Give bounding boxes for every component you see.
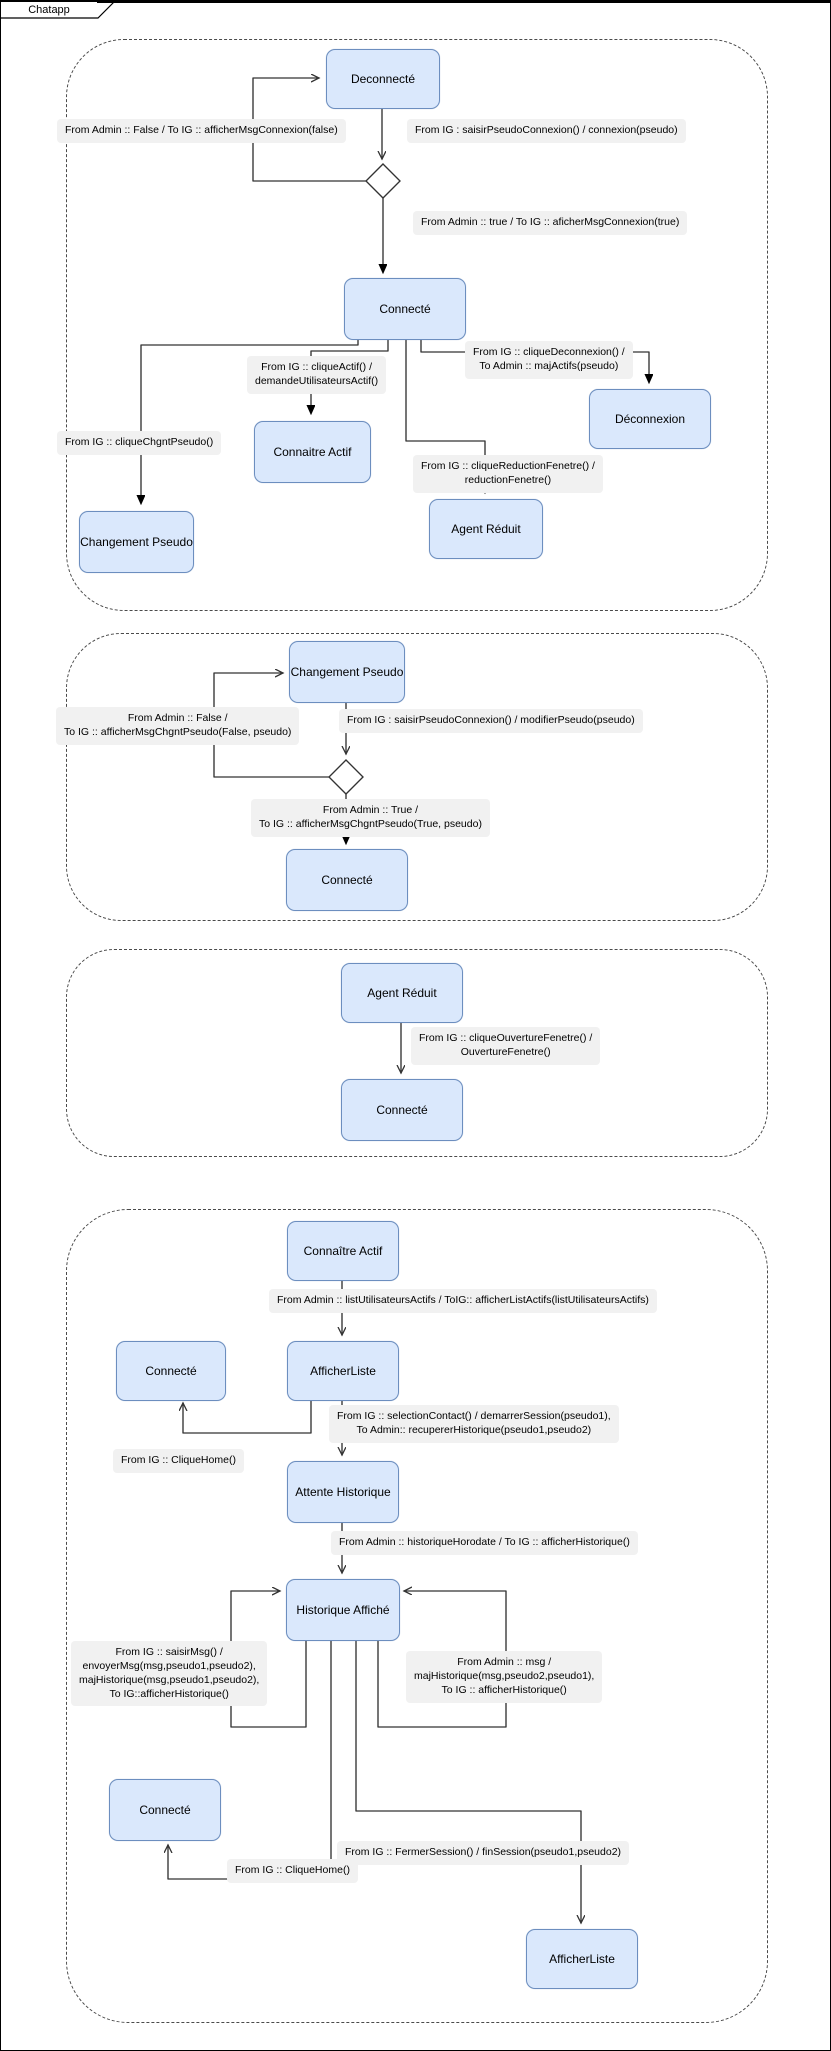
section-ouverture-fenetre[interactable] (66, 949, 768, 1157)
label-clique-actif[interactable]: From IG :: cliqueActif() / demandeUtilis… (247, 356, 387, 394)
label-admin-false-chgpseudo[interactable]: From Admin :: False / To IG :: afficherM… (56, 707, 300, 745)
state-changement-pseudo-2[interactable]: Changement Pseudo (289, 641, 405, 703)
state-connecte-4[interactable]: Connecté (116, 1341, 226, 1401)
state-attente-historique[interactable]: Attente Historique (287, 1461, 399, 1523)
state-afficher-liste-2[interactable]: AfficherListe (526, 1929, 638, 1989)
label-admin-true[interactable]: From Admin :: true / To IG :: aficherMsg… (413, 211, 688, 235)
label-admin-true-chgpseudo[interactable]: From Admin :: True / To IG :: afficherMs… (251, 799, 490, 837)
state-connecte-2[interactable]: Connecté (286, 849, 408, 911)
label-clique-chgnt-pseudo[interactable]: From IG :: cliqueChgntPseudo() (57, 431, 222, 455)
section-connexion[interactable] (66, 39, 768, 611)
label-clique-ouverture-fenetre[interactable]: From IG :: cliqueOuvertureFenetre() / Ou… (411, 1027, 601, 1065)
state-historique-affiche[interactable]: Historique Affiché (286, 1579, 400, 1641)
label-admin-msg[interactable]: From Admin :: msg / majHistorique(msg,ps… (406, 1651, 603, 1703)
label-saisir-pseudo-connexion[interactable]: From IG : saisirPseudoConnexion() / conn… (407, 119, 686, 143)
label-clique-home-haut[interactable]: From IG :: CliqueHome() (113, 1449, 244, 1473)
label-list-utilisateurs-actifs[interactable]: From Admin :: listUtilisateursActifs / T… (269, 1289, 657, 1313)
state-connaitre-actif-2[interactable]: Connaître Actif (287, 1221, 399, 1281)
edge-historique-selfloop-adminmsg (377, 1591, 507, 1728)
label-historique-horodate[interactable]: From Admin :: historiqueHorodate / To IG… (331, 1531, 638, 1555)
label-clique-home-bas[interactable]: From IG :: CliqueHome() (227, 1859, 358, 1883)
label-admin-false[interactable]: From Admin :: False / To IG :: afficherM… (57, 119, 346, 143)
edge-historique-selfloop-saisirmsg (230, 1591, 307, 1728)
edge-afficherliste-connecte-home (183, 1398, 312, 1434)
label-fermer-session[interactable]: From IG :: FermerSession() / finSession(… (337, 1841, 630, 1865)
choice-diamond-chgpseudo[interactable] (328, 759, 364, 795)
state-agent-reduit-1[interactable]: Agent Réduit (429, 499, 543, 559)
edge-historique-afficherliste-fin (355, 1638, 581, 1923)
state-connaitre-actif-1[interactable]: Connaitre Actif (254, 421, 371, 483)
label-clique-deconnexion[interactable]: From IG :: cliqueDeconnexion() / To Admi… (465, 341, 633, 379)
state-connecte-5[interactable]: Connecté (109, 1779, 221, 1841)
state-agent-reduit-2[interactable]: Agent Réduit (341, 963, 463, 1023)
state-changement-pseudo-1[interactable]: Changement Pseudo (79, 511, 194, 573)
title-tab-outline (1, 1, 116, 19)
section-changement-pseudo[interactable] (66, 633, 768, 921)
choice-diamond-connexion[interactable] (365, 163, 401, 199)
state-connecte-3[interactable]: Connecté (341, 1079, 463, 1141)
label-clique-reduction-fenetre[interactable]: From IG :: cliqueReductionFenetre() / re… (413, 455, 603, 493)
label-saisir-msg[interactable]: From IG :: saisirMsg() / envoyerMsg(msg,… (71, 1641, 268, 1707)
diagram-title[interactable]: Chatapp (1, 2, 97, 17)
state-connecte-1[interactable]: Connecté (344, 278, 466, 340)
state-deconnecte[interactable]: Deconnecté (326, 49, 440, 109)
state-deconnexion[interactable]: Déconnexion (589, 389, 711, 449)
state-afficher-liste-1[interactable]: AfficherListe (287, 1341, 399, 1401)
edge-connecte-changementpseudo (141, 337, 359, 503)
section-session[interactable] (66, 1209, 768, 2023)
label-selection-contact[interactable]: From IG :: selectionContact() / demarrer… (329, 1405, 619, 1443)
label-saisir-pseudo-modifier[interactable]: From IG : saisirPseudoConnexion() / modi… (339, 709, 643, 733)
